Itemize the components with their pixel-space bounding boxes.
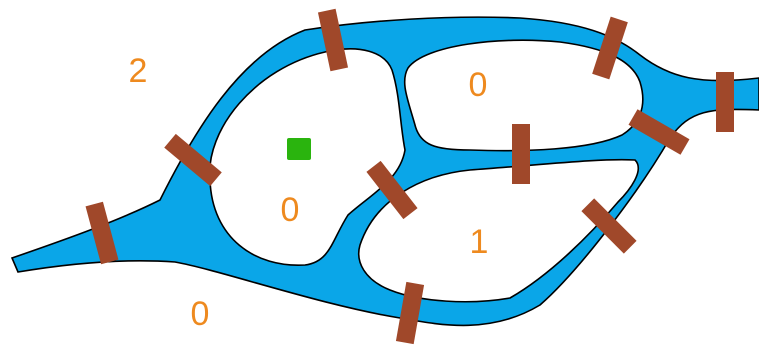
- region-label-north-bank: 2: [129, 52, 148, 90]
- bridge-north-top[interactable]: [317, 8, 349, 72]
- region-label-lower-right-island: 1: [470, 223, 489, 261]
- upper-right-island-land: [403, 39, 644, 152]
- lower-right-island-land: [358, 158, 640, 303]
- bridge-between-islands[interactable]: [512, 124, 530, 184]
- bridge-southeast[interactable]: [581, 198, 637, 254]
- bridge-south[interactable]: [395, 281, 425, 345]
- player-marker[interactable]: [287, 138, 311, 160]
- bridge-east-end[interactable]: [716, 72, 734, 132]
- bridge-west[interactable]: [85, 201, 119, 265]
- region-label-upper-right-island: 0: [469, 66, 488, 104]
- bridge-center-diagonal[interactable]: [366, 160, 418, 220]
- bridge-northwest[interactable]: [164, 133, 222, 187]
- bridge-east-island[interactable]: [628, 109, 690, 155]
- bridge-northeast-top[interactable]: [592, 16, 628, 80]
- bridges: [85, 8, 734, 345]
- region-label-left-island: 0: [281, 191, 300, 229]
- region-label-south-bank: 0: [191, 295, 210, 333]
